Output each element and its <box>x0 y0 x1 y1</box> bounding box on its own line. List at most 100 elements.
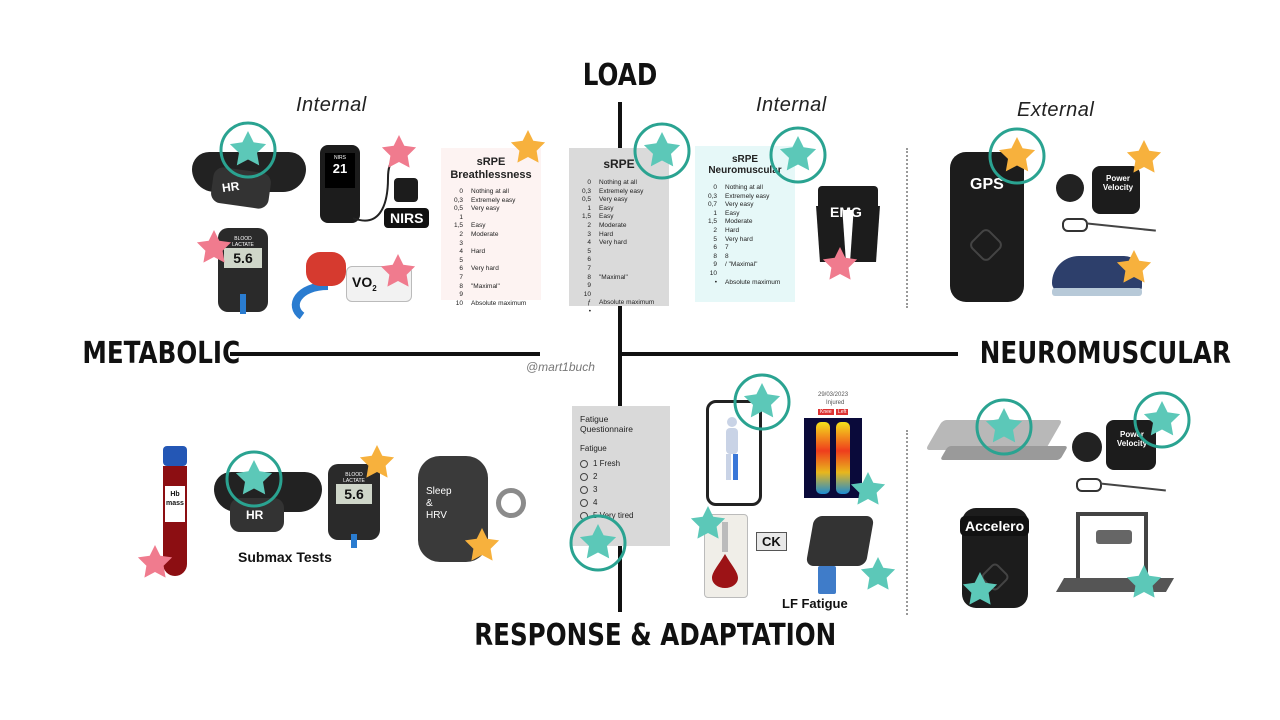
scale-value: 1,5 <box>581 213 591 221</box>
axis-title-load: LOAD <box>582 58 658 93</box>
hb-label: Hb mass <box>166 491 184 507</box>
srpe-breathlessness-title: sRPE Breathlessness <box>450 156 532 181</box>
scale-value: 3 <box>459 239 463 247</box>
subtitle-internal-right: Internal <box>756 94 827 116</box>
scale-row: 7 <box>445 274 528 283</box>
scale-descriptor: 7 <box>725 244 729 252</box>
scale-value: 9 <box>587 282 591 290</box>
scale-descriptor: Absolute maximum <box>599 299 655 307</box>
star-ring <box>225 450 283 508</box>
teal-star-icon <box>1143 401 1181 436</box>
emg-label: EMG <box>830 204 862 220</box>
scale-value: 0,5 <box>453 205 463 213</box>
scale-descriptor: Very hard <box>599 239 627 247</box>
vo2-subscript: 2 <box>372 283 377 293</box>
scale-descriptor: Easy <box>725 209 740 217</box>
scale-descriptor: "Maximal" <box>471 282 500 290</box>
orange-star-icon <box>998 137 1036 172</box>
power-velocity-1-label: Power Velocity <box>1102 174 1134 192</box>
scale-row: 1,5 Moderate <box>699 218 782 227</box>
fatigue-option[interactable]: 3 <box>580 485 662 494</box>
scale-row: 10 <box>573 291 656 300</box>
scale-descriptor: Nothing at all <box>725 184 763 191</box>
radio-icon[interactable] <box>580 485 588 494</box>
teal-star-icon <box>860 557 896 590</box>
lactate-small: BLOOD LACTATE <box>232 236 254 248</box>
srpe-neuromuscular-title: sRPE Neuromuscular <box>708 154 782 176</box>
orange-star-icon <box>1116 250 1152 283</box>
scale-descriptor: Very easy <box>599 196 628 204</box>
scale-descriptor: Very hard <box>471 265 499 273</box>
scale-value: 7 <box>459 273 463 281</box>
scale-value: 7 <box>587 264 591 272</box>
fatigue-option-label: 2 <box>593 472 598 481</box>
teal-star-icon <box>579 524 617 559</box>
teal-star-icon <box>962 572 998 605</box>
axis-title-response: RESPONSE & ADAPTATION <box>474 618 837 653</box>
scale-value: • <box>714 278 717 286</box>
thermo-left: Left <box>836 409 849 415</box>
scale-value: 5 <box>459 256 463 264</box>
orange-star-icon <box>359 445 395 478</box>
scale-descriptor: Hard <box>471 248 486 256</box>
scale-value: 1 <box>713 209 717 217</box>
scale-row: 9 / "Maximal" <box>699 261 782 270</box>
scale-value: 6 <box>713 244 717 252</box>
scale-value: • <box>588 307 591 315</box>
hr-2-label: HR <box>246 508 264 522</box>
teal-star-icon <box>850 472 886 505</box>
fatigue-option-label: 1 Fresh <box>593 459 621 468</box>
sleep-hrv-label: Sleep & HRV <box>426 486 452 521</box>
star-ring <box>1133 391 1191 449</box>
scale-value: 0,5 <box>581 196 591 204</box>
radio-icon[interactable] <box>580 459 588 468</box>
scale-row: 5 <box>573 248 656 257</box>
fatigue-option[interactable]: 1 Fresh <box>580 459 662 468</box>
scale-value: 10 <box>455 299 463 307</box>
pink-star-icon <box>381 135 417 168</box>
fatigue-questionnaire-title: Fatigue Questionnaire <box>580 414 633 434</box>
divider-bottom-right <box>906 430 908 615</box>
pink-star-icon <box>822 247 858 280</box>
ck-label: CK <box>756 532 787 551</box>
star-ring <box>769 126 827 184</box>
scale-row: 1 Easy <box>699 210 782 219</box>
scale-value: 9 <box>713 261 717 269</box>
scale-row: 1 <box>445 214 528 223</box>
teal-star-icon <box>985 408 1023 443</box>
fatigue-option[interactable]: 2 <box>580 472 662 481</box>
lf-fatigue-label: LF Fatigue <box>782 596 848 611</box>
teal-star-icon <box>779 136 817 171</box>
scale-value: 1,5 <box>707 218 717 226</box>
scale-descriptor: Extremely easy <box>599 187 644 195</box>
accelero-label: Accelero <box>960 516 1030 536</box>
scale-descriptor: Nothing at all <box>471 188 509 195</box>
scale-descriptor: Moderate <box>725 218 753 226</box>
lactate-2-screen: 5.6 <box>336 484 372 504</box>
scale-value: 9 <box>459 291 463 299</box>
scale-value: 0 <box>459 188 463 195</box>
scale-value: 10 <box>709 269 717 277</box>
fatigue-option[interactable]: 4 <box>580 498 662 507</box>
scale-row: 5 <box>445 257 528 266</box>
scale-descriptor: / "Maximal" <box>725 261 758 269</box>
scale-value: 6 <box>587 256 591 264</box>
fatigue-option-label: 5 Very tired <box>593 511 634 520</box>
scale-value: 2 <box>713 226 717 234</box>
radio-icon[interactable] <box>580 472 588 481</box>
scale-descriptor: Very easy <box>725 201 754 209</box>
radio-icon[interactable] <box>580 498 588 507</box>
teal-star-icon <box>743 383 781 418</box>
scale-row: •Absolute maximum <box>699 279 782 288</box>
scale-value: 5 <box>587 247 591 255</box>
